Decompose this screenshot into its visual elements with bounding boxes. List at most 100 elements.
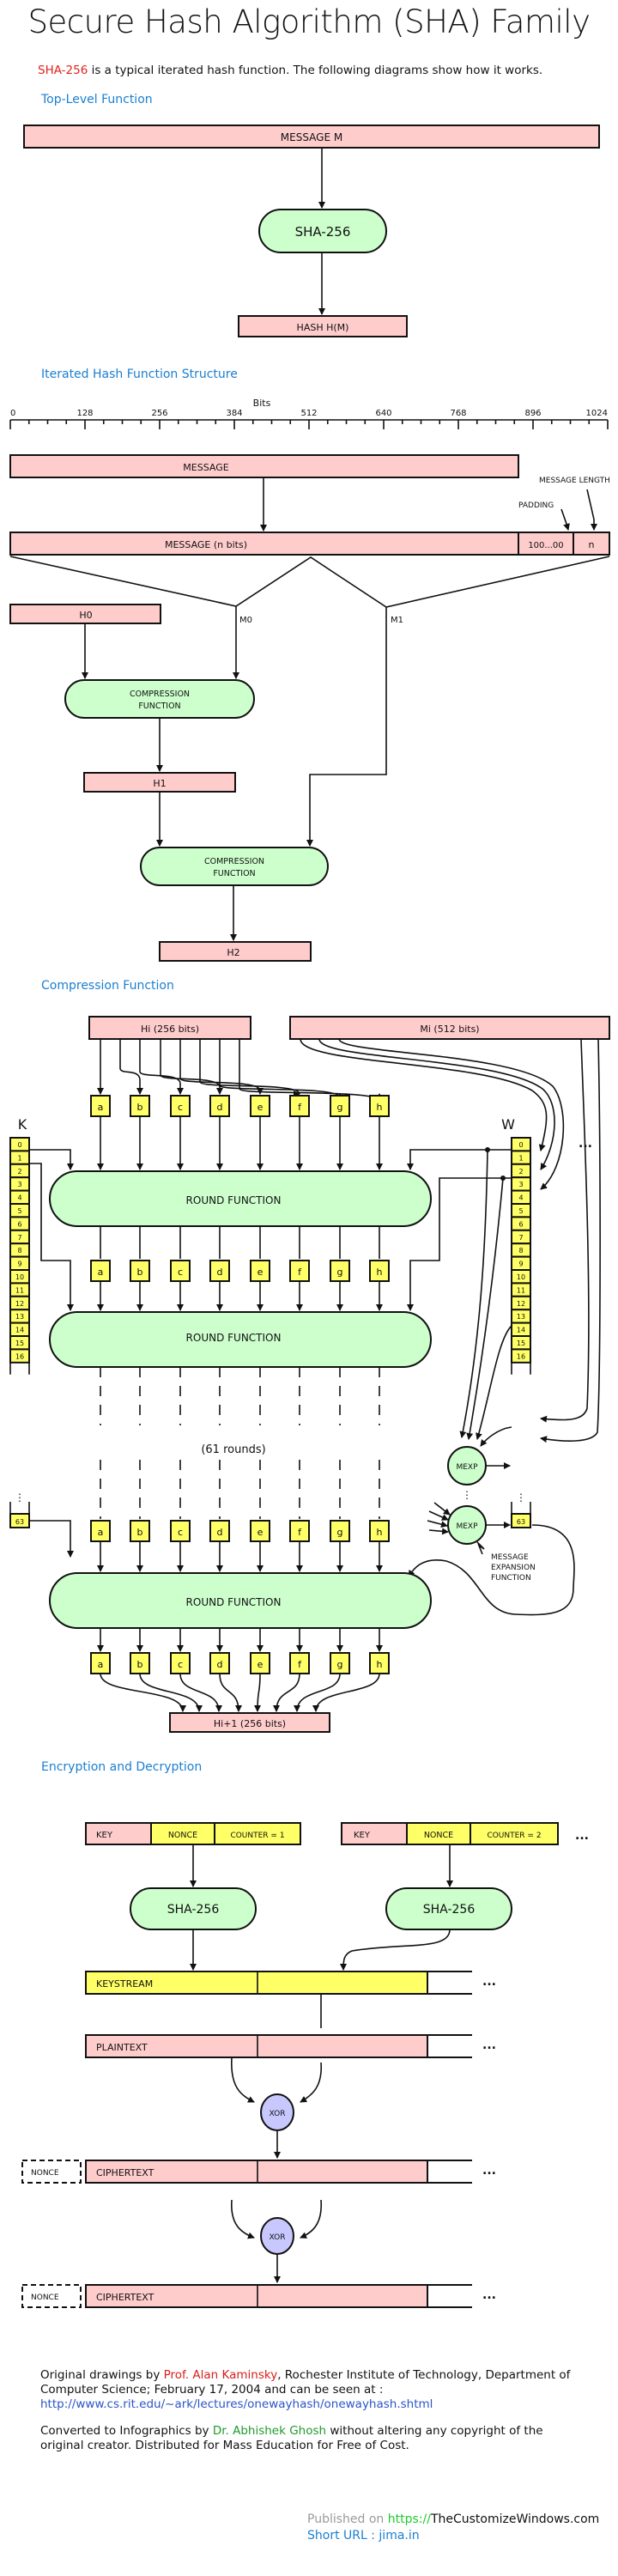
ellipsis: ... — [482, 2288, 496, 2302]
hash-label: HASH H(M) — [297, 322, 349, 333]
input-register-label: h — [377, 1102, 383, 1113]
input-register-label: g — [337, 1102, 343, 1113]
k0-wire — [29, 1149, 74, 1170]
encryption-diagram: KEY NONCE COUNTER = 1 KEY NONCE COUNTER … — [21, 1822, 589, 2308]
axis-tick-label: 128 — [76, 409, 93, 418]
round-label-1: ROUND FUNCTION — [186, 1194, 282, 1206]
round61-register-label: h — [377, 1527, 383, 1538]
message-n-box — [9, 532, 519, 556]
credits-text: Original drawings by — [40, 2368, 164, 2382]
k-index: 3 — [17, 1181, 21, 1188]
hi1-label: Hi+1 (256 bits) — [214, 1718, 286, 1729]
hash-box — [238, 315, 408, 337]
message-m-label: MESSAGE M — [281, 131, 342, 143]
hi1-box — [169, 1712, 330, 1733]
k-index: 16 — [15, 1352, 24, 1360]
input-register-label: b — [137, 1102, 143, 1113]
round61-register-label: d — [217, 1527, 223, 1538]
w-index: 4 — [518, 1194, 523, 1202]
w-index: 1 — [518, 1154, 523, 1162]
mi-wire-15 — [540, 1038, 601, 1443]
k-vdots: ⋮ — [15, 1492, 25, 1504]
author-link[interactable]: Prof. Alan Kaminsky — [163, 2368, 278, 2382]
xor-label-1: XOR — [270, 2110, 286, 2118]
w-index: 6 — [518, 1220, 523, 1228]
hi-wire — [219, 1039, 343, 1100]
message-box — [9, 454, 519, 478]
round61-register-label: c — [178, 1527, 183, 1538]
published-site-link[interactable]: TheCustomizeWindows.com — [430, 2512, 600, 2526]
axis-tick-label: 384 — [226, 409, 242, 418]
mi-wire-14 — [540, 1038, 590, 1423]
mexp-input — [428, 1528, 449, 1535]
input-register-label: c — [178, 1102, 183, 1113]
w-label: W — [501, 1116, 515, 1133]
w-index: 16 — [517, 1352, 525, 1360]
round61-register-label: b — [137, 1527, 143, 1538]
key-label-2: KEY — [354, 1831, 371, 1840]
source-url-link[interactable]: http://www.cs.rit.edu/~ark/lectures/onew… — [40, 2397, 433, 2411]
output-register-label: c — [178, 1659, 183, 1670]
plaintext-label: PLAINTEXT — [96, 2042, 148, 2053]
intro-highlight: SHA-256 — [38, 64, 88, 77]
output-wire — [254, 1673, 262, 1712]
converter-link[interactable]: Dr. Abhishek Ghosh — [212, 2423, 327, 2438]
section-encryption: Encryption and Decryption — [41, 1760, 203, 1774]
round-function-1 — [49, 1170, 432, 1227]
w-ellipsis: ... — [579, 1137, 592, 1151]
round61-register-label: a — [98, 1527, 104, 1538]
sha256-label-1: SHA-256 — [167, 1903, 220, 1917]
counter-box-2 — [470, 1822, 559, 1845]
mexp-input — [433, 1502, 451, 1516]
hi-label: Hi (256 bits) — [141, 1024, 199, 1035]
axis-tick-label: 768 — [450, 409, 466, 418]
h1-label: H1 — [153, 778, 166, 789]
sha256-label-2: SHA-256 — [423, 1903, 476, 1917]
round1-register-label: g — [337, 1267, 343, 1278]
k-index: 6 — [17, 1220, 21, 1228]
w1-to-mexp — [466, 1177, 504, 1440]
mi-box — [289, 1016, 610, 1040]
nonce-label-4: NONCE — [31, 2293, 59, 2302]
round1-register-label: h — [377, 1267, 383, 1278]
rounds-note: (61 rounds) — [201, 1443, 265, 1456]
k-cell — [9, 1348, 30, 1364]
output-register-label: h — [377, 1659, 383, 1670]
w-index: 13 — [517, 1313, 525, 1321]
nonce-box-1 — [150, 1822, 215, 1845]
round1-register-label: d — [217, 1267, 223, 1278]
published-proto[interactable]: https:// — [387, 2512, 431, 2526]
nonce-dashed-1 — [21, 2160, 82, 2184]
output-wire — [139, 1673, 203, 1712]
ciphertext-box-2 — [85, 2284, 428, 2308]
ciphertext-open-end — [427, 2160, 472, 2184]
mi-wire-2 — [338, 1038, 565, 1190]
output-wire — [100, 1673, 186, 1712]
counter-label-1: COUNTER = 1 — [230, 1832, 284, 1840]
input-register-label: a — [98, 1102, 104, 1113]
w-vdots: ⋮ — [516, 1492, 526, 1504]
w-index: 10 — [517, 1273, 525, 1281]
counter-box-1 — [214, 1822, 301, 1845]
w-index: 11 — [517, 1286, 525, 1294]
short-url-link[interactable]: Short URL : jima.in — [307, 2528, 420, 2543]
k-index: 63 — [15, 1518, 24, 1526]
round-label-3: ROUND FUNCTION — [186, 1596, 282, 1608]
hi-wire — [119, 1039, 143, 1095]
padding-label: PADDING — [518, 501, 554, 510]
plaintext-box — [85, 2034, 428, 2058]
length-value: n — [589, 539, 595, 550]
output-wire — [312, 1673, 380, 1712]
nonce-label-3: NONCE — [31, 2169, 59, 2178]
mi-label: Mi (512 bits) — [420, 1024, 479, 1035]
length-arrow — [586, 489, 597, 531]
credits-original: Original drawings by Prof. Alan Kaminsky… — [40, 2368, 590, 2412]
counter-label-2: COUNTER = 2 — [487, 1832, 541, 1840]
ciphertext-label-2: CIPHERTEXT — [96, 2292, 154, 2303]
axis-tick-label: 512 — [300, 409, 317, 418]
credits-text: Converted to Infographics by — [40, 2423, 213, 2438]
